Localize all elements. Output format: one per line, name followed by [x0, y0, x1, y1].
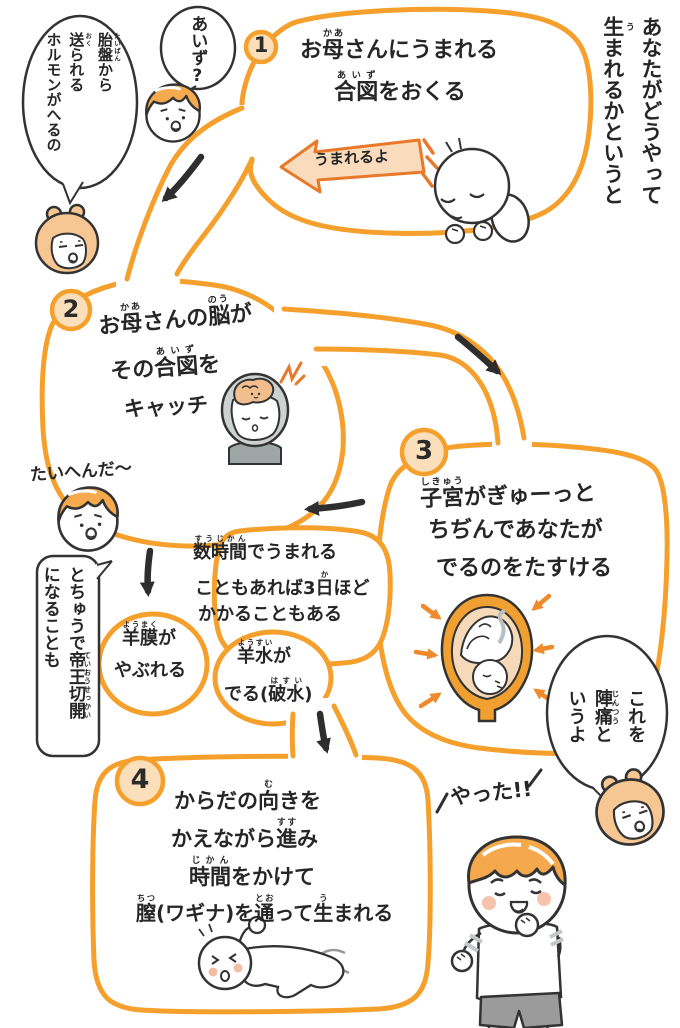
step3-circle	[399, 427, 449, 477]
mother-brain-catch-illustration	[220, 372, 290, 465]
step4-number: 4	[130, 764, 150, 795]
panel-step4	[90, 753, 433, 1015]
step3-text-line2: ちぢんであなたが	[428, 518, 603, 543]
step4-text-line4: 膣ちつ(ワギナ)を通とおって生うまれる	[136, 893, 394, 925]
speech-bubble-caesarean	[35, 554, 113, 758]
step1-text-line1: お母かあさんにうまれる	[299, 28, 499, 63]
step2-number: 2	[62, 295, 80, 323]
step4-text-line1: からだの向むきを	[174, 780, 321, 813]
arrow-step3-to-notes	[304, 498, 366, 516]
step2-circle	[49, 288, 93, 332]
speech-bubble-hormone	[21, 14, 139, 206]
jintsu-bubble-text: これを 陣痛じんつうと いうよ	[565, 689, 647, 743]
celebrating-boy-illustration	[450, 835, 567, 1028]
squeeze-arrows	[413, 593, 555, 709]
amnion-note-line2: やぶれる	[114, 660, 186, 681]
arrow-step1-to-step2	[161, 153, 205, 203]
step1-number: 1	[253, 33, 269, 57]
step3-number: 3	[414, 436, 434, 466]
duration-note-line3: かかることもある	[198, 604, 342, 625]
step4-text-line2: かえながら進すすみ	[171, 818, 318, 851]
step4-circle	[114, 755, 166, 807]
fetus-baby-illustration	[433, 137, 530, 245]
duration-note-line2: こともあれば3日かほど	[195, 570, 370, 599]
step4-text-line3: 時間じかんをかけて	[189, 856, 315, 889]
umareru-banner-arrow	[279, 138, 439, 194]
step-number-circles	[49, 29, 449, 807]
signal-speed-lines	[421, 138, 439, 188]
step2-text-line2: その合図あいずを	[109, 343, 222, 385]
flow-arrows	[139, 153, 502, 754]
step3-text-line1: 子宮しきゅうがぎゅーっと	[419, 475, 596, 513]
newborn-baby-illustration	[197, 915, 350, 999]
arrow-to-step4	[316, 710, 331, 754]
uterus-with-baby-illustration	[440, 593, 534, 723]
step2-text-line3: キャッチ	[123, 392, 209, 422]
caesarean-bubble-text: とちゅうで帝王切開ていおうせっかい になることも	[39, 566, 93, 719]
arrow-to-amnion	[139, 547, 155, 597]
yatta-emphasis-lines	[435, 768, 543, 814]
water-note-line2: でる(破水はすい)	[224, 676, 313, 705]
amnion-note-line1: 羊膜ようまくが	[122, 620, 176, 649]
duration-note-line1: 数時間すうじかんでうまれる	[193, 534, 337, 563]
page-title: あなたがどうやって 生うまれるかというと	[600, 16, 663, 205]
mother-face-icon	[34, 203, 100, 275]
umareru-banner-label: うまれるよ	[313, 147, 390, 169]
step1-circle	[243, 29, 279, 65]
step3-text-line3: でるのをたすける	[436, 556, 613, 581]
water-note-line1: 羊水ようすいが	[237, 638, 291, 667]
boy-face-icon	[56, 485, 120, 553]
blob-duration-note	[211, 525, 393, 667]
step1-text-line2: 合図あいずをおくる	[334, 70, 466, 105]
arrow-step2-to-step3	[454, 333, 502, 376]
signal-spark-icon	[279, 361, 306, 386]
aizu-bubble-text: あいず?	[187, 15, 208, 86]
hormone-bubble-text: 胎盤たいばんから 送おくられる ホルモンがへるの	[44, 32, 121, 152]
boy-face-icon	[144, 83, 202, 143]
